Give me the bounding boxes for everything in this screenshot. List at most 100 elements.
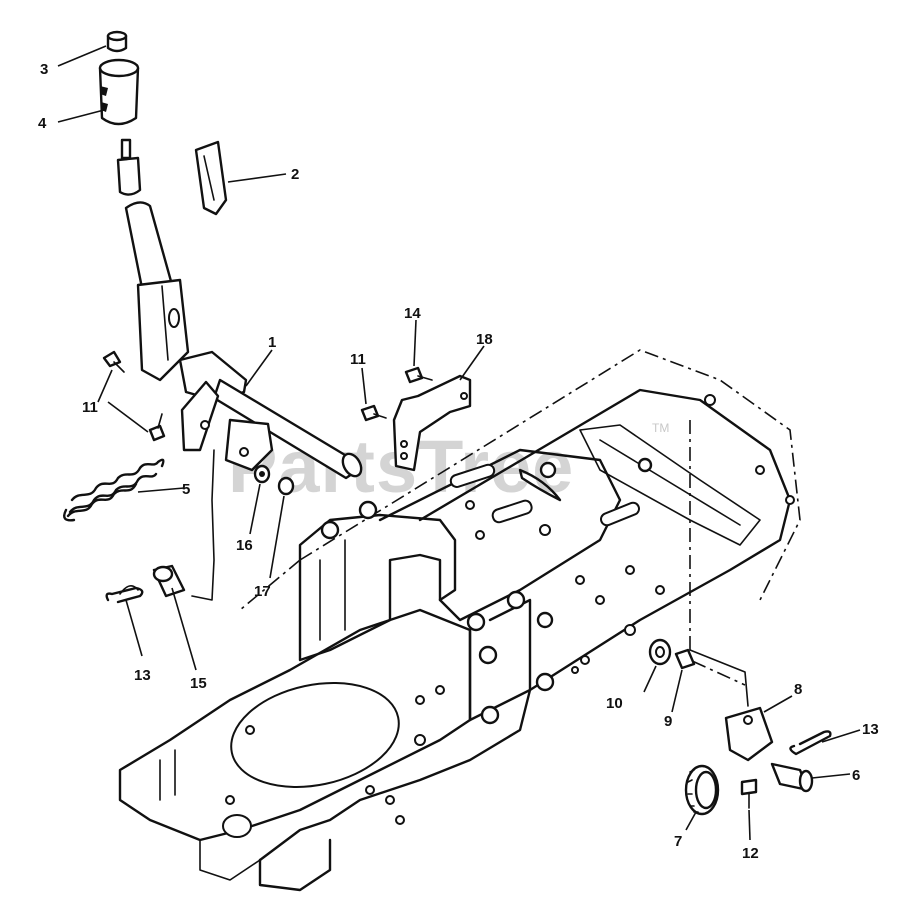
bracket-group: [360, 366, 472, 472]
assembly-line-lever-pin: [191, 449, 215, 601]
part-1-plate-hole: [239, 447, 249, 457]
part-11-screw-upper: [102, 350, 122, 368]
frame-bolt-6: [535, 672, 555, 692]
part-6-pin-head: [798, 769, 814, 793]
part-8-clevis: [724, 706, 774, 762]
part-11-screw-lower: [148, 424, 166, 442]
frame-front-bushing: [222, 814, 252, 838]
frame-bolt-2: [320, 520, 340, 540]
part-11-screw-upper-shank: [113, 361, 125, 373]
lever-upper-tube: [124, 201, 176, 300]
part-16-washer-hole: [259, 471, 265, 477]
frame-slot-2: [491, 499, 533, 524]
part-5-spring: [63, 458, 165, 522]
right-parts: [648, 638, 832, 816]
lever-bracket-edge: [161, 285, 169, 361]
part-17-nut: [277, 476, 295, 496]
frame-bolt-10: [637, 457, 653, 473]
frame-arc-slot: [518, 468, 562, 502]
frame-side-flange-lines: [319, 539, 346, 641]
callout-16: 16: [236, 537, 253, 554]
callout-3: 3: [40, 61, 48, 78]
frame-large-opening: [230, 681, 400, 789]
callout-leaders: [57, 45, 861, 841]
part-14-screw-shank: [417, 375, 433, 381]
leader-12: [748, 809, 751, 841]
leader-14: [413, 319, 417, 367]
part-4-knob-top: [98, 58, 140, 78]
leader-11-left: [97, 369, 149, 433]
part-9-washer: [674, 648, 696, 670]
part-13-clip-left-loop: [119, 585, 139, 595]
callout-labels: 3 4 2 1 11 5 16 17 13 15 11 14 18 10 9 8…: [38, 61, 879, 862]
part-18-bracket: [392, 374, 472, 472]
callout-2: 2: [291, 166, 299, 183]
part-11-screw-center-shank: [373, 413, 387, 419]
callout-12: 12: [742, 845, 759, 862]
frame-front-rib: [159, 749, 176, 801]
callout-11-left: 11: [82, 399, 98, 416]
part-11-screw-lower-shank: [157, 413, 163, 429]
frame-bolt-5: [478, 645, 498, 665]
part-15-pin-head: [152, 565, 174, 583]
part-13-clip-left: [105, 586, 144, 604]
frame-slot-1: [449, 463, 496, 488]
callout-13-right: 13: [862, 721, 879, 738]
frame-front-tab: [258, 838, 332, 892]
leader-2: [227, 173, 287, 183]
part-14-screw: [404, 366, 424, 384]
part-13-clip-right: [789, 730, 832, 756]
frame-right-wall: [468, 598, 532, 722]
frame-rear-bracket: [579, 424, 761, 546]
leader-9: [671, 669, 683, 713]
lever-shaft-tip: [120, 138, 132, 160]
frame-side-flange: [298, 513, 457, 662]
lever-shaft-collar: [116, 156, 142, 196]
frame-bolt-8: [480, 705, 500, 725]
leader-6: [811, 773, 851, 779]
callout-17: 17: [254, 583, 271, 600]
callout-8: 8: [794, 681, 802, 698]
frame-bolt-1: [358, 500, 378, 520]
frame-front-lip: [199, 839, 261, 881]
leader-10: [643, 665, 657, 693]
frame-front-section: [118, 608, 472, 842]
callout-10: 10: [606, 695, 623, 712]
shift-lever-assembly: [63, 30, 363, 604]
part-1-shaft-end: [341, 452, 363, 478]
part-2-sleeve-line: [203, 155, 215, 201]
part-18-hole-1: [460, 392, 468, 400]
frame-outline-dashed: [299, 349, 801, 601]
leader-4: [57, 109, 105, 123]
part-18-hole-2: [400, 440, 408, 448]
leader-8: [763, 695, 793, 713]
part-1-arm-hole: [200, 420, 210, 430]
leader-17: [269, 495, 285, 579]
leader-5: [137, 487, 185, 493]
part-12-bolt-head: [740, 778, 758, 796]
assembly-line-clevis: [689, 649, 749, 707]
lever-bracket: [136, 278, 190, 382]
part-18-hole-3: [400, 452, 408, 460]
part-11-screw-center: [360, 404, 380, 422]
part-7-gear: [684, 764, 720, 816]
leader-11-center: [361, 367, 367, 405]
part-3-cap-top: [106, 30, 128, 42]
leader-16: [249, 483, 261, 535]
frame-slot-3: [600, 501, 640, 527]
callout-6: 6: [852, 767, 860, 784]
part-10-bushing-hole: [655, 646, 665, 658]
frame-bolt-3: [506, 590, 526, 610]
leader-18: [459, 345, 485, 381]
leader-3: [57, 45, 107, 67]
callout-15: 15: [190, 675, 207, 692]
callout-7: 7: [674, 833, 682, 850]
callout-9: 9: [664, 713, 672, 730]
callout-13-left: 13: [134, 667, 151, 684]
callout-1: 1: [268, 334, 276, 351]
callout-14: 14: [404, 305, 421, 322]
frame-holes: [225, 394, 795, 825]
leader-7: [685, 811, 697, 831]
callout-11-center: 11: [350, 351, 366, 368]
watermark-trademark: TM: [652, 421, 669, 435]
